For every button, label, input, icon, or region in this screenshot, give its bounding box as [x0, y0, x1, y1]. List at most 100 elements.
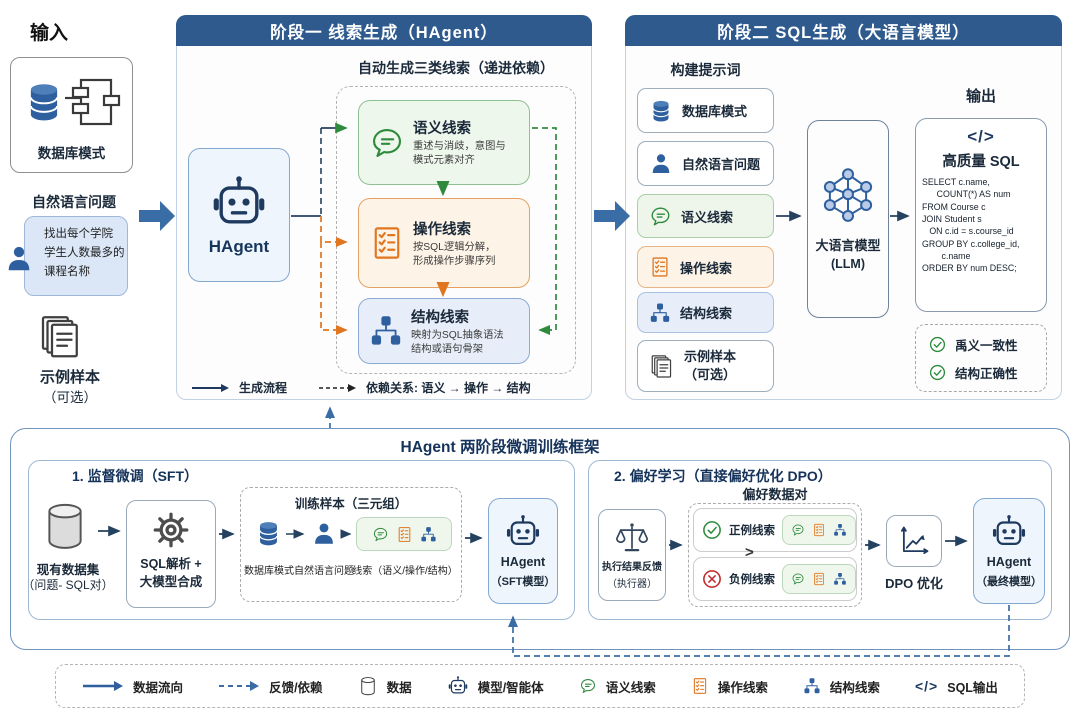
tree-icon — [420, 526, 437, 543]
legend-data-flow: 数据流向 — [82, 677, 183, 696]
dataset-sublabel: （问题- SQL对） — [22, 578, 114, 592]
solid-arrow-icon — [192, 383, 229, 392]
clue-icons-pill — [782, 564, 856, 594]
hagent-box: HAgent — [188, 148, 290, 282]
prompt-item-question: 自然语言问题 — [637, 141, 774, 186]
legend-label: 反馈/依赖 — [269, 680, 323, 695]
database-icon — [255, 518, 282, 549]
check-circle-icon — [702, 520, 722, 540]
training-title: HAgent 两阶段微调训练框架 — [400, 439, 600, 456]
speech-bubble-icon — [649, 205, 672, 228]
sample-item-question: 自然语言问题 — [294, 566, 354, 577]
cylinder-icon — [358, 676, 378, 696]
legend-label: 语义线索 — [605, 680, 656, 695]
check-label: 结构正确性 — [955, 366, 1018, 381]
check-circle-icon — [929, 364, 946, 381]
legend-semantic: 语义线索 — [579, 677, 656, 696]
dpo-optimize-box — [886, 515, 942, 567]
tree-icon — [833, 572, 847, 586]
executor-box: 执行结果反馈 （执行器） — [598, 509, 666, 601]
neural-network-icon — [819, 167, 877, 225]
training-samples-title: 训练样本（三元组） — [294, 497, 408, 511]
llm-sub-label: (LLM) — [830, 257, 865, 271]
legend-label: SQL输出 — [947, 680, 998, 695]
sft-model-box: HAgent （SFT模型） — [488, 498, 558, 604]
hagent-label: HAgent — [208, 237, 270, 256]
sql-code: SELECT c.name, COUNT(*) AS num FROM Cour… — [922, 177, 1020, 274]
llm-label: 大语言模型 — [815, 238, 881, 253]
positive-label: 正例线索 — [729, 525, 775, 537]
check-label: 禹义一致性 — [955, 338, 1018, 353]
gear-icon — [150, 509, 192, 551]
legend-structure: 结构线索 — [803, 677, 880, 696]
stage1-header: 阶段一 线索生成（HAgent） — [176, 15, 592, 46]
legend-label: 数据 — [386, 680, 412, 695]
database-icon — [649, 99, 673, 123]
user-icon — [649, 152, 673, 176]
legend-operation: 操作线索 — [691, 677, 768, 696]
question-label: 自然语言问题 — [32, 194, 116, 210]
clue-card-structure: 结构线索 映射为SQL抽象语法 结构或语句骨架 — [358, 298, 530, 364]
prompt-item-label: 语义线索 — [681, 209, 734, 225]
dep-legend-label: 依赖关系: 语义 → 操作 → 结构 — [366, 381, 531, 395]
sft-model-sublabel: （SFT模型） — [490, 576, 556, 588]
code-icon: </> — [967, 127, 995, 146]
samples-label: 示例样本 — [39, 369, 100, 386]
checklist-icon — [396, 526, 413, 543]
samples-docs-icon — [36, 312, 86, 360]
question-text: 找出每个学院 学生人数最多的 课程名称 — [44, 228, 125, 278]
final-model-sublabel: （最终模型） — [976, 576, 1042, 588]
samples-docs-icon — [649, 353, 675, 379]
executor-sublabel: （执行器） — [607, 579, 657, 590]
checklist-icon — [369, 225, 405, 261]
legend-label: 模型/智能体 — [477, 680, 544, 695]
robot-icon — [990, 513, 1028, 551]
db-schema-box: 数据库模式 — [10, 57, 133, 173]
stage2-header: 阶段二 SQL生成（大语言模型） — [625, 15, 1062, 46]
stage1-group-title: 自动生成三类线索（递进依赖） — [358, 60, 554, 76]
speech-bubble-icon — [791, 572, 805, 586]
legend-sql-output: </> SQL输出 — [915, 677, 998, 696]
user-icon — [311, 520, 337, 548]
training-samples-box — [240, 487, 462, 602]
final-model-box: HAgent （最终模型） — [973, 498, 1045, 604]
clue-icons-pill — [782, 515, 856, 545]
db-schema-label: 数据库模式 — [37, 146, 106, 161]
checklist-icon — [691, 677, 709, 695]
database-schema-icon — [29, 78, 121, 126]
robot-icon — [504, 513, 542, 551]
clue-title: 语义线索 — [413, 121, 471, 138]
tree-icon — [833, 523, 847, 537]
code-icon: </> — [914, 678, 939, 694]
clue-desc: 重述与消歧，意图与 模式元素对齐 — [413, 141, 506, 166]
positive-example-row: 正例线索 — [693, 508, 857, 552]
prompt-item-schema: 数据库模式 — [637, 88, 774, 133]
speech-bubble-icon — [579, 677, 597, 695]
sql-parse-label: SQL解析 + 大模型合成 — [139, 557, 203, 589]
dataset-label: 现有数据集 — [36, 563, 100, 577]
user-icon — [4, 242, 34, 276]
robot-icon — [447, 675, 469, 697]
legend-feedback: 反馈/依赖 — [218, 677, 323, 696]
dashed-arrow-icon — [319, 383, 357, 392]
sft-box — [28, 460, 575, 620]
speech-bubble-icon — [791, 523, 805, 537]
check-circle-icon — [929, 336, 946, 353]
legend-model: 模型/智能体 — [447, 675, 544, 697]
sql-output-box: </> 高质量 SQL SELECT c.name, COUNT(*) AS n… — [915, 118, 1047, 312]
clue-title: 结构线索 — [411, 309, 469, 326]
cross-circle-icon — [702, 569, 722, 589]
speech-bubble-icon — [369, 125, 405, 161]
prompt-item-label: 结构线索 — [680, 306, 733, 321]
prompt-item-samples: 示例样本 （可选） — [637, 340, 774, 392]
speech-bubble-icon — [372, 526, 389, 543]
prompt-item-label: 自然语言问题 — [682, 157, 761, 172]
final-model-label: HAgent — [986, 555, 1032, 569]
prompt-item-label: 数据库模式 — [682, 104, 748, 119]
sample-item-schema: 数据库模式 — [244, 566, 294, 577]
checklist-icon — [812, 523, 826, 537]
trend-chart-icon — [896, 523, 932, 559]
legend-label: 数据流向 — [133, 680, 184, 695]
stage1-legend: 生成流程 依赖关系: 语义 → 操作 → 结构 — [192, 379, 584, 396]
prompt-item-structure: 结构线索 — [637, 292, 774, 333]
